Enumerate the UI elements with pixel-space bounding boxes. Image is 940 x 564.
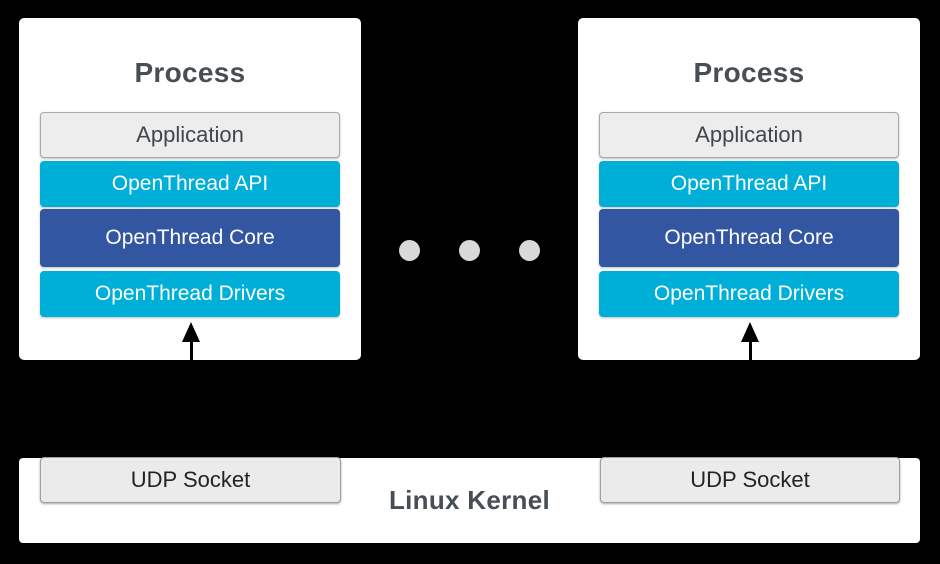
openthread-drivers-layer: OpenThread Drivers [40,271,340,317]
arrow-head [741,322,759,342]
arrow-up-icon [181,322,201,360]
ellipsis-dot [459,240,480,261]
arrow-up-icon [740,322,760,360]
process-title: Process [693,57,805,88]
arrow-shaft [748,342,752,360]
udp-socket-right: UDP Socket [600,457,900,503]
openthread-core-layer: OpenThread Core [40,209,340,267]
process-card-left: Process Application OpenThread API OpenT… [19,18,361,360]
process-card-right: Process Application OpenThread API OpenT… [578,18,920,360]
arrow-shaft [189,342,193,360]
linux-kernel-bar: Linux Kernel UDP Socket UDP Socket [19,457,920,543]
openthread-drivers-layer: OpenThread Drivers [599,271,899,317]
arrow-head [182,322,200,342]
process-title: Process [134,57,246,88]
ellipsis-dot [399,240,420,261]
openthread-core-layer: OpenThread Core [599,209,899,267]
openthread-api-layer: OpenThread API [599,161,899,207]
linux-kernel-label: Linux Kernel [388,485,551,515]
ellipsis-dot [519,240,540,261]
openthread-api-layer: OpenThread API [40,161,340,207]
application-layer: Application [599,112,899,158]
udp-socket-left: UDP Socket [40,457,341,503]
ellipsis-dots [399,240,540,261]
application-layer: Application [40,112,340,158]
